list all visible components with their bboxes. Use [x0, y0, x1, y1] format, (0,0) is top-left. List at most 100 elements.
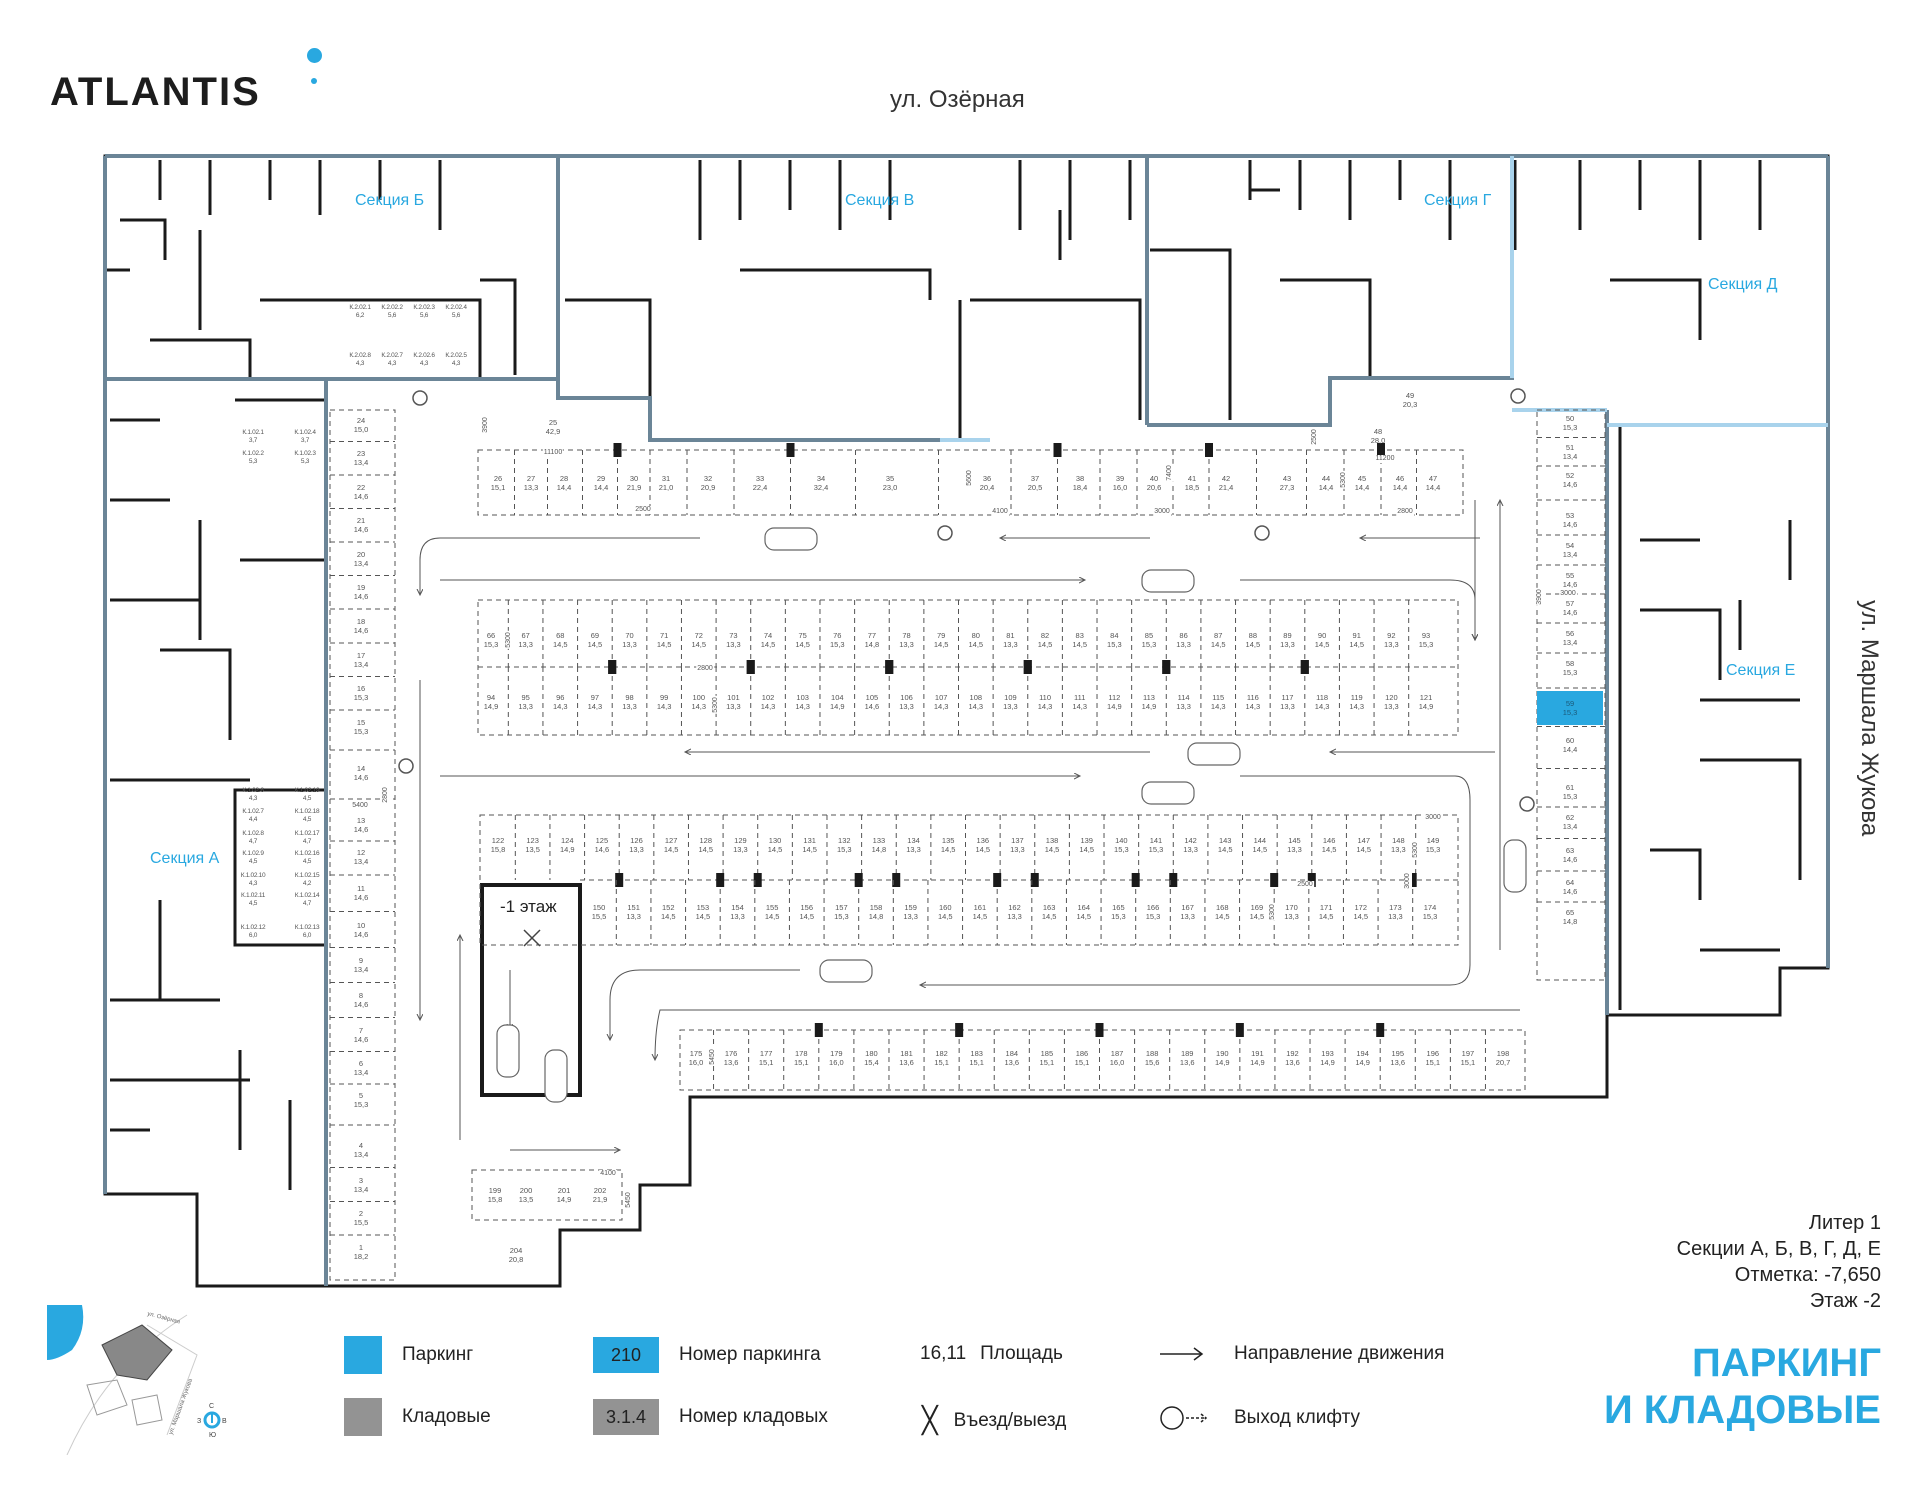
parking-spot-24[interactable]: 2415,0 [354, 416, 369, 434]
parking-spot-6[interactable]: 613,4 [354, 1059, 369, 1077]
parking-spot-54[interactable]: 5413,4 [1563, 541, 1578, 559]
parking-spot-45[interactable]: 4514,4 [1355, 474, 1370, 492]
parking-spot-162[interactable]: 16213,3 [1007, 903, 1022, 921]
storage-unit[interactable]: К.1.02.84,7 [242, 830, 264, 846]
parking-spot-27[interactable]: 2713,3 [524, 474, 539, 492]
parking-spot-125[interactable]: 12514,6 [595, 836, 610, 854]
parking-spot-50[interactable]: 5015,3 [1563, 414, 1578, 432]
parking-spot-192[interactable]: 19213,6 [1285, 1049, 1300, 1067]
parking-spot-61[interactable]: 6115,3 [1563, 783, 1578, 801]
parking-spot-86[interactable]: 8613,3 [1176, 631, 1191, 649]
parking-spot-130[interactable]: 13014,5 [768, 836, 783, 854]
storage-unit[interactable]: К.1.02.194,5 [295, 787, 320, 803]
parking-spot-182[interactable]: 18215,1 [934, 1049, 949, 1067]
parking-spot-174[interactable]: 17415,3 [1423, 903, 1438, 921]
parking-spot-114[interactable]: 11413,3 [1176, 693, 1191, 711]
parking-spot-43[interactable]: 4327,3 [1280, 474, 1295, 492]
parking-spot-65[interactable]: 6514,8 [1563, 908, 1578, 926]
parking-spot-195[interactable]: 19513,6 [1390, 1049, 1405, 1067]
parking-spot-75[interactable]: 7514,5 [795, 631, 810, 649]
parking-spot-112[interactable]: 11214,9 [1107, 693, 1122, 711]
storage-unit[interactable]: К.2.02.54,3 [445, 352, 467, 368]
parking-spot-161[interactable]: 16114,5 [973, 903, 988, 921]
parking-spot-160[interactable]: 16014,5 [938, 903, 953, 921]
parking-spot-116[interactable]: 11614,3 [1246, 693, 1261, 711]
parking-spot-66[interactable]: 6615,3 [484, 631, 499, 649]
parking-spot-122[interactable]: 12215,8 [491, 836, 506, 854]
parking-spot-69[interactable]: 6914,5 [588, 631, 603, 649]
parking-spot-166[interactable]: 16615,3 [1146, 903, 1161, 921]
parking-spot-35[interactable]: 3523,0 [883, 474, 898, 492]
parking-spot-156[interactable]: 15614,5 [799, 903, 814, 921]
parking-spot-13[interactable]: 1314,6 [354, 816, 369, 834]
parking-spot-183[interactable]: 18315,1 [969, 1049, 984, 1067]
parking-spot-169[interactable]: 16914,5 [1250, 903, 1265, 921]
parking-spot-87[interactable]: 8714,5 [1211, 631, 1226, 649]
parking-spot-191[interactable]: 19114,9 [1250, 1049, 1265, 1067]
storage-unit[interactable]: К.1.02.174,7 [295, 830, 320, 846]
parking-spot-89[interactable]: 8913,3 [1280, 631, 1295, 649]
parking-spot-200[interactable]: 20013,5 [519, 1186, 534, 1204]
parking-spot-40[interactable]: 4020,6 [1147, 474, 1162, 492]
storage-unit[interactable]: К.2.02.25,6 [381, 304, 403, 320]
parking-spot-57[interactable]: 5714,6 [1563, 599, 1578, 617]
parking-spot-5[interactable]: 515,3 [354, 1091, 369, 1109]
parking-spot-100[interactable]: 10014,3 [691, 693, 706, 711]
parking-spot-147[interactable]: 14714,5 [1356, 836, 1371, 854]
parking-spot-4[interactable]: 413,4 [354, 1141, 369, 1159]
parking-spot-170[interactable]: 17013,3 [1284, 903, 1299, 921]
parking-spot-9[interactable]: 913,4 [354, 956, 369, 974]
parking-spot-117[interactable]: 11713,3 [1280, 693, 1295, 711]
parking-spot-141[interactable]: 14115,3 [1149, 836, 1164, 854]
parking-spot-120[interactable]: 12013,3 [1384, 693, 1399, 711]
parking-spot-76[interactable]: 7615,3 [830, 631, 845, 649]
parking-spot-105[interactable]: 10514,6 [865, 693, 880, 711]
parking-spot-39[interactable]: 3916,0 [1113, 474, 1128, 492]
parking-spot-67[interactable]: 6713,3 [518, 631, 533, 649]
storage-unit[interactable]: К.2.02.74,3 [381, 352, 403, 368]
parking-spot-59[interactable]: 5915,3 [1537, 691, 1603, 725]
parking-spot-165[interactable]: 16515,3 [1111, 903, 1126, 921]
parking-spot-151[interactable]: 15113,3 [626, 903, 641, 921]
parking-spot-98[interactable]: 9813,3 [622, 693, 637, 711]
storage-unit[interactable]: К.1.02.43,7 [294, 429, 316, 445]
parking-spot-19[interactable]: 1914,6 [354, 583, 369, 601]
parking-spot-47[interactable]: 4714,4 [1426, 474, 1441, 492]
parking-spot-81[interactable]: 8113,3 [1003, 631, 1018, 649]
parking-spot-91[interactable]: 9114,5 [1349, 631, 1364, 649]
storage-unit[interactable]: К.1.02.164,5 [295, 850, 320, 866]
storage-unit[interactable]: К.1.02.13,7 [242, 429, 264, 445]
parking-spot-51[interactable]: 5113,4 [1563, 443, 1578, 461]
parking-spot-121[interactable]: 12114,9 [1419, 693, 1434, 711]
parking-spot-14[interactable]: 1414,6 [354, 764, 369, 782]
parking-spot-96[interactable]: 9614,3 [553, 693, 568, 711]
parking-spot-123[interactable]: 12313,5 [525, 836, 540, 854]
parking-spot-172[interactable]: 17214,5 [1353, 903, 1368, 921]
parking-spot-145[interactable]: 14513,3 [1287, 836, 1302, 854]
parking-spot-48[interactable]: 4828,0 [1371, 427, 1386, 445]
storage-unit[interactable]: К.1.02.144,7 [295, 892, 320, 908]
parking-spot-18[interactable]: 1814,6 [354, 617, 369, 635]
parking-spot-126[interactable]: 12613,3 [629, 836, 644, 854]
parking-spot-31[interactable]: 3121,0 [659, 474, 674, 492]
parking-spot-132[interactable]: 13215,3 [837, 836, 852, 854]
parking-spot-44[interactable]: 4414,4 [1319, 474, 1334, 492]
parking-spot-16[interactable]: 1615,3 [354, 684, 369, 702]
parking-spot-176[interactable]: 17613,6 [724, 1049, 739, 1067]
parking-spot-136[interactable]: 13614,5 [976, 836, 991, 854]
parking-spot-167[interactable]: 16713,3 [1180, 903, 1195, 921]
parking-spot-94[interactable]: 9414,9 [484, 693, 499, 711]
parking-spot-153[interactable]: 15314,5 [696, 903, 711, 921]
parking-spot-111[interactable]: 11114,3 [1072, 693, 1087, 711]
parking-spot-113[interactable]: 11314,9 [1142, 693, 1157, 711]
parking-spot-194[interactable]: 19414,9 [1355, 1049, 1370, 1067]
parking-spot-110[interactable]: 11014,3 [1038, 693, 1053, 711]
parking-spot-74[interactable]: 7414,5 [761, 631, 776, 649]
parking-spot-1[interactable]: 118,2 [354, 1243, 369, 1261]
parking-spot-135[interactable]: 13514,5 [941, 836, 956, 854]
parking-spot-99[interactable]: 9914,3 [657, 693, 672, 711]
parking-spot-148[interactable]: 14813,3 [1391, 836, 1406, 854]
parking-spot-104[interactable]: 10414,9 [830, 693, 845, 711]
parking-spot-15[interactable]: 1515,3 [354, 718, 369, 736]
parking-spot-80[interactable]: 8014,5 [969, 631, 984, 649]
